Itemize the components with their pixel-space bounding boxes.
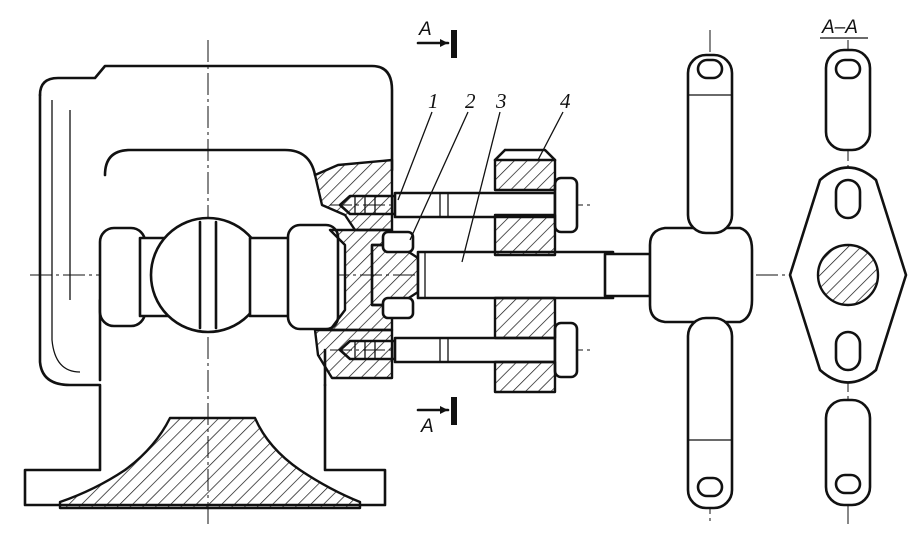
callout-4: 4 <box>537 89 571 161</box>
label-part-3: 3 <box>495 89 507 113</box>
bolt-bottom <box>338 321 579 379</box>
t-handle <box>648 53 754 510</box>
adapter-part-2 <box>370 243 420 307</box>
callout-2: 2 <box>409 89 476 241</box>
label-part-2: 2 <box>465 89 476 113</box>
housing-section-lower <box>313 328 394 380</box>
adapter-nut-bottom <box>381 296 415 320</box>
label-part-4: 4 <box>560 89 571 113</box>
base-section <box>58 416 362 510</box>
section-title-text: A–A <box>821 17 858 38</box>
screw-rod-part-3 <box>416 250 652 300</box>
callout-1: 1 <box>397 89 439 201</box>
adapter-nut <box>381 230 415 254</box>
section-letter-top: A <box>418 19 432 40</box>
callout-3: 3 <box>461 89 507 263</box>
label-part-1: 1 <box>428 89 439 113</box>
yoke-part-4 <box>493 148 557 394</box>
section-marker-bottom: A <box>416 397 457 437</box>
shaft-assembly <box>98 216 340 334</box>
section-letter-bottom: A <box>420 416 434 437</box>
section-a-a-view <box>788 48 908 507</box>
section-view-title: A–A <box>820 17 868 39</box>
section-marker-top: A <box>416 19 457 58</box>
